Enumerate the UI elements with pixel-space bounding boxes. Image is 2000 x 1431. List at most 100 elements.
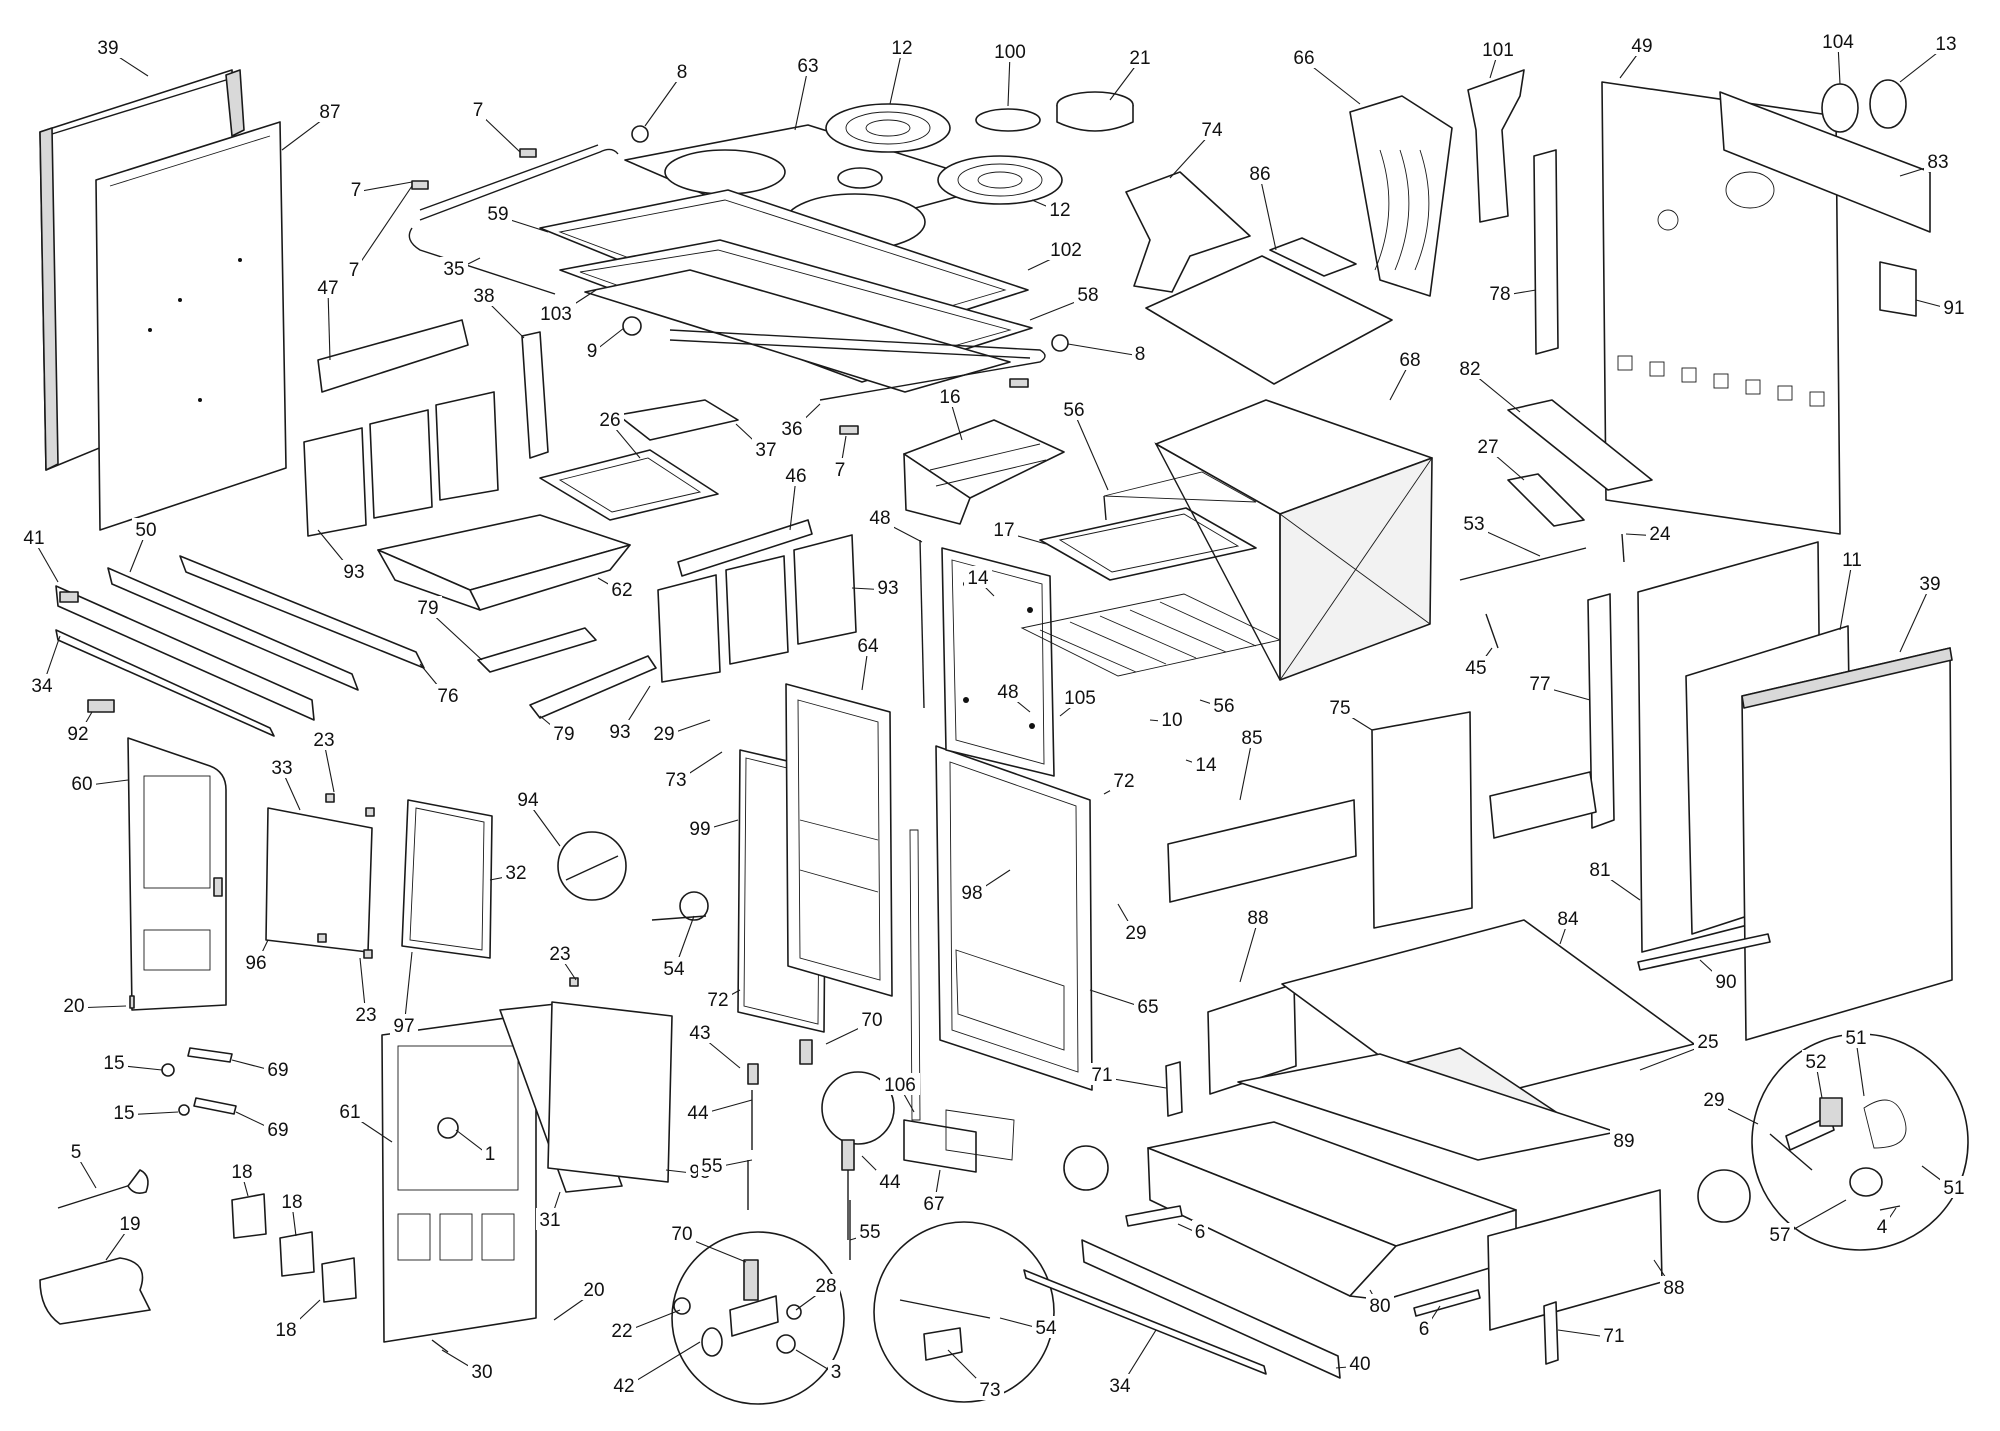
callout-bg-c129 [1416,1317,1432,1339]
part-number-callout: 50 [135,520,156,541]
callout-bg-c132 [468,1360,496,1382]
part-number-callout: 29 [653,724,674,745]
callout-bg-c75 [502,861,530,883]
panel-47 [317,319,469,393]
leader-line-c6 [794,67,809,131]
leader-line-c52 [1899,585,1931,653]
ash-pan-62 [377,514,631,611]
part-number-callout: 23 [549,944,570,965]
part-number-callout: 71 [1603,1326,1624,1347]
callout-bg-c64 [1060,686,1100,708]
part-number-callout: 16 [939,387,960,408]
callout-bg-c34 [1060,398,1088,420]
side-panel-87-left [95,121,287,531]
part-number-callout: 70 [671,1224,692,1245]
callout-bg-c57 [1462,656,1490,678]
part-number-callout: 18 [281,1192,302,1213]
callout-bg-c84 [1712,970,1740,992]
bracket-38 [521,331,549,459]
callout-bg-c66 [1210,694,1238,716]
callout-bg-c60 [550,722,578,744]
firebricks-93-left [303,391,499,537]
gasket-104-cover-13 [1821,79,1907,133]
hinge-detail-inset-44-55 [821,1071,895,1260]
part-number-callout: 102 [1050,240,1082,261]
part-number-callout: 27 [1477,437,1498,458]
part-number-callout: 93 [343,562,364,583]
callout-bg-c25 [1074,283,1102,305]
hinge-inset-70-28-3-42-22 [671,1231,845,1405]
oven-tray-17 [1039,507,1257,581]
part-number-callout: 13 [1935,34,1956,55]
part-number-callout: 33 [271,758,292,779]
part-number-callout: 7 [473,100,484,121]
part-number-callout: 98 [961,883,982,904]
callout-bg-c28 [584,339,600,361]
rail-36 [669,329,1046,401]
part-number-callout: 21 [1129,48,1150,69]
callout-bg-c51 [1838,548,1866,570]
leader-line-c69 [323,741,335,793]
callout-bg-c92 [686,1021,714,1043]
part-number-callout: 32 [505,863,526,884]
glove-19 [39,1257,151,1325]
part-number-callout: 49 [1631,36,1652,57]
callout-bg-c19 [440,257,468,279]
callout-bg-c30 [1396,348,1424,370]
part-number-callout: 39 [97,38,118,59]
callout-bg-c99 [1088,1063,1116,1085]
part-number-callout: 7 [349,260,360,281]
hot-plate-ring-12a [825,103,951,153]
part-number-callout: 38 [473,286,494,307]
part-number-callout: 30 [471,1362,492,1383]
part-number-callout: 106 [884,1075,916,1096]
part-number-callout: 51 [1943,1178,1964,1199]
callout-bg-c82 [1586,858,1614,880]
part-number-callout: 87 [319,102,340,123]
callout-bg-c111 [876,1170,904,1192]
callout-bg-c65 [1158,708,1186,730]
part-number-callout: 99 [689,819,710,840]
callout-bg-c119 [1192,1220,1208,1242]
door-60 [127,737,227,1011]
part-number-callout: 60 [71,774,92,795]
leader-line-c73 [1239,739,1253,801]
callout-bg-c81 [1244,906,1272,928]
part-number-callout: 6 [1419,1319,1430,1340]
firebricks-93-center [657,534,857,683]
panel-85 [1167,799,1357,903]
rear-panel-49 [1601,81,1841,535]
rail-50 [107,567,359,691]
callout-bg-c96 [1694,1030,1722,1052]
part-number-callout: 55 [701,1156,722,1177]
leader-line-c29 [1067,343,1141,357]
callout-bg-c50 [964,566,992,588]
part-number-callout: 12 [891,38,912,59]
callout-bg-c98 [1842,1026,1870,1048]
callout-bg-c128 [608,1319,636,1341]
callout-bg-c87 [60,994,88,1016]
hinge-29-right [1769,1133,1813,1171]
part-number-callout: 86 [1249,164,1270,185]
callout-bg-c68 [68,772,96,794]
callout-bg-c45 [1460,512,1488,534]
part-number-callout: 88 [1247,908,1268,929]
callout-bg-c46 [1646,522,1674,544]
side-racks-56 [1103,471,1257,521]
part-number-callout: 25 [1697,1032,1718,1053]
part-number-callout: 89 [1613,1131,1634,1152]
callout-bg-c42 [782,464,810,486]
callout-bg-c102 [264,1118,292,1140]
part-number-callout: 66 [1293,48,1314,69]
part-number-callout: 67 [923,1194,944,1215]
callout-bg-c90 [546,942,574,964]
callout-bg-c100 [684,1101,712,1123]
handle-5 [57,1169,149,1209]
gasket-101 [1467,69,1525,223]
part-number-callout: 90 [1715,972,1736,993]
part-number-callout: 56 [1063,400,1084,421]
part-number-callout: 48 [997,682,1018,703]
part-number-callout: 75 [1329,698,1350,719]
part-number-callout: 44 [879,1172,901,1193]
